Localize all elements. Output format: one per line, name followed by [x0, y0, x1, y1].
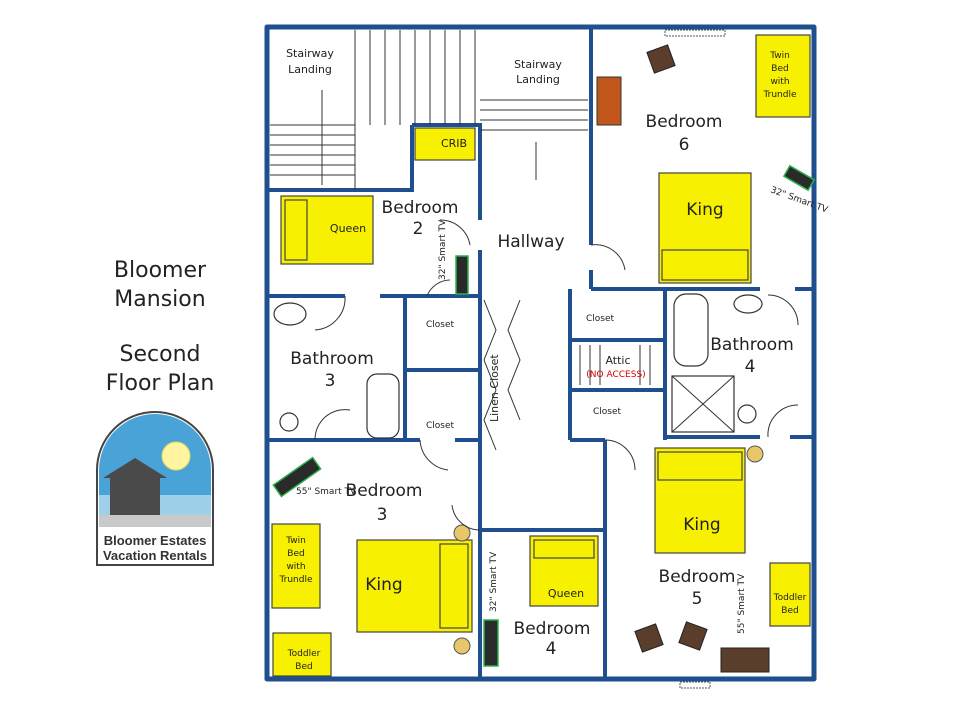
toddler-bed-5-line-1: Toddler: [773, 593, 807, 603]
chair-icon: [646, 44, 676, 74]
toilet-icon: [279, 412, 299, 432]
twin-bed-3-line-4: Trundle: [278, 575, 312, 585]
toddler-bed-5: [769, 562, 811, 627]
twin-bed-3-line-3: with: [286, 562, 305, 572]
queen-bed-2-label: Queen: [330, 222, 366, 235]
bedroom-6-number: 6: [679, 135, 690, 155]
toddler-bed-5-line-2: Bed: [781, 606, 798, 616]
bedroom-2: CRIB Queen Bedroom 2 32" Smart TV: [280, 127, 476, 297]
tv-label-3: 55" Smart TV: [296, 487, 357, 497]
queen-bed-4-label: Queen: [548, 587, 584, 600]
king-bed-6-label: King: [686, 200, 723, 220]
attic-label: Attic: [605, 354, 630, 367]
tv-label-4: 32" Smart TV: [489, 551, 499, 612]
chair-icon: [634, 623, 664, 653]
bathroom-4: Bathroom 4: [671, 293, 799, 438]
bathroom-4-label: Bathroom: [710, 335, 794, 355]
toddler-bed-3-line-2: Bed: [295, 662, 312, 672]
linen-closet-label: Linen Closet: [488, 354, 501, 422]
twin-bed-3-line-1: Twin: [285, 536, 306, 546]
tv-icon: [483, 619, 499, 667]
bedroom-2-number: 2: [413, 219, 424, 239]
bedroom-2-label: Bedroom: [382, 198, 459, 218]
bedroom-3: 55" Smart TV Bedroom 3 Twin Bed with Tru…: [271, 439, 473, 677]
closet-label: Closet: [426, 421, 455, 431]
attic: Attic (NO ACCESS): [579, 345, 651, 385]
bathroom-4-number: 4: [745, 357, 756, 377]
chair-icon: [678, 621, 708, 651]
logo-line-1: Bloomer Estates: [104, 533, 207, 548]
stairs-right: Stairway Landing: [480, 58, 588, 180]
bedroom-3-label: Bedroom: [346, 481, 423, 501]
tv-label-5: 55" Smart TV: [737, 573, 747, 634]
attic-note: (NO ACCESS): [586, 370, 645, 380]
title-line-1: Bloomer: [114, 258, 207, 283]
title-line-3: Second: [120, 342, 201, 367]
twin-bed-6-line-4: Trundle: [762, 90, 796, 100]
hallway-label: Hallway: [497, 232, 564, 252]
bedroom-6: Twin Bed with Trundle Bedroom 6 King 32"…: [590, 34, 830, 284]
bedroom-4-label: Bedroom: [514, 619, 591, 639]
bedroom-4-number: 4: [546, 639, 557, 659]
twin-bed-6-line-3: with: [770, 77, 789, 87]
sink-icon: [733, 294, 763, 314]
vents: [664, 29, 726, 689]
bedroom-3-number: 3: [377, 505, 388, 525]
title-line-2: Mansion: [114, 287, 205, 312]
stairway-landing-right-1: Stairway: [514, 58, 562, 71]
logo-line-2: Vacation Rentals: [103, 548, 207, 563]
twin-bed-3: [271, 523, 321, 609]
stairway-landing-right-2: Landing: [516, 73, 560, 86]
crib-label: CRIB: [441, 137, 467, 150]
company-logo: Bloomer Estates Vacation Rentals: [96, 411, 214, 566]
toilet-icon: [737, 404, 757, 424]
outer-wall: [264, 24, 817, 682]
closets: Closet Closet Closet Closet Linen Closet: [426, 299, 622, 451]
bathtub-icon: [673, 293, 709, 367]
house-icon: [103, 458, 167, 515]
king-bed-5-label: King: [683, 515, 720, 535]
sink-icon: [273, 302, 307, 326]
bathroom-3-number: 3: [325, 371, 336, 391]
bedroom-5: King Bedroom 5 Toddler Bed 55" Smart TV: [604, 439, 811, 673]
closet-label: Closet: [593, 407, 622, 417]
tv-icon: [782, 164, 816, 192]
tv-label-6: 32" Smart TV: [769, 185, 830, 215]
tv-icon: [455, 255, 469, 295]
closet-label: Closet: [586, 314, 615, 324]
tv-label-2: 32" Smart TV: [438, 219, 448, 280]
bathroom-3-label: Bathroom: [290, 349, 374, 369]
king-bed-3-label: King: [365, 575, 402, 595]
bathroom-3: Bathroom 3: [273, 295, 400, 441]
toddler-bed-3: [272, 632, 332, 677]
stairs-left: Stairway Landing: [270, 30, 476, 190]
dresser-icon: [596, 76, 622, 126]
stairway-landing-left-2: Landing: [288, 63, 332, 76]
crib: [414, 127, 476, 161]
tv-icon: [272, 456, 322, 498]
title-line-4: Floor Plan: [106, 371, 215, 396]
twin-bed-6-line-1: Twin: [769, 51, 790, 61]
closet-label: Closet: [426, 320, 455, 330]
bedroom-4: Queen Bedroom 4 32" Smart TV: [451, 504, 599, 667]
bedroom-6-label: Bedroom: [646, 112, 723, 132]
twin-bed-3-line-2: Bed: [287, 549, 304, 559]
dresser-icon: [720, 647, 770, 673]
toddler-bed-3-line-1: Toddler: [287, 649, 321, 659]
plan-title: Bloomer Mansion Second Floor Plan: [106, 258, 215, 396]
bedroom-5-label: Bedroom: [659, 567, 736, 587]
twin-bed-6-line-2: Bed: [771, 64, 788, 74]
bathtub-icon: [366, 373, 400, 439]
interior-walls: [267, 27, 814, 679]
bedroom-5-number: 5: [692, 589, 703, 609]
twin-bed-6: [755, 34, 811, 118]
stairway-landing-left-1: Stairway: [286, 47, 334, 60]
